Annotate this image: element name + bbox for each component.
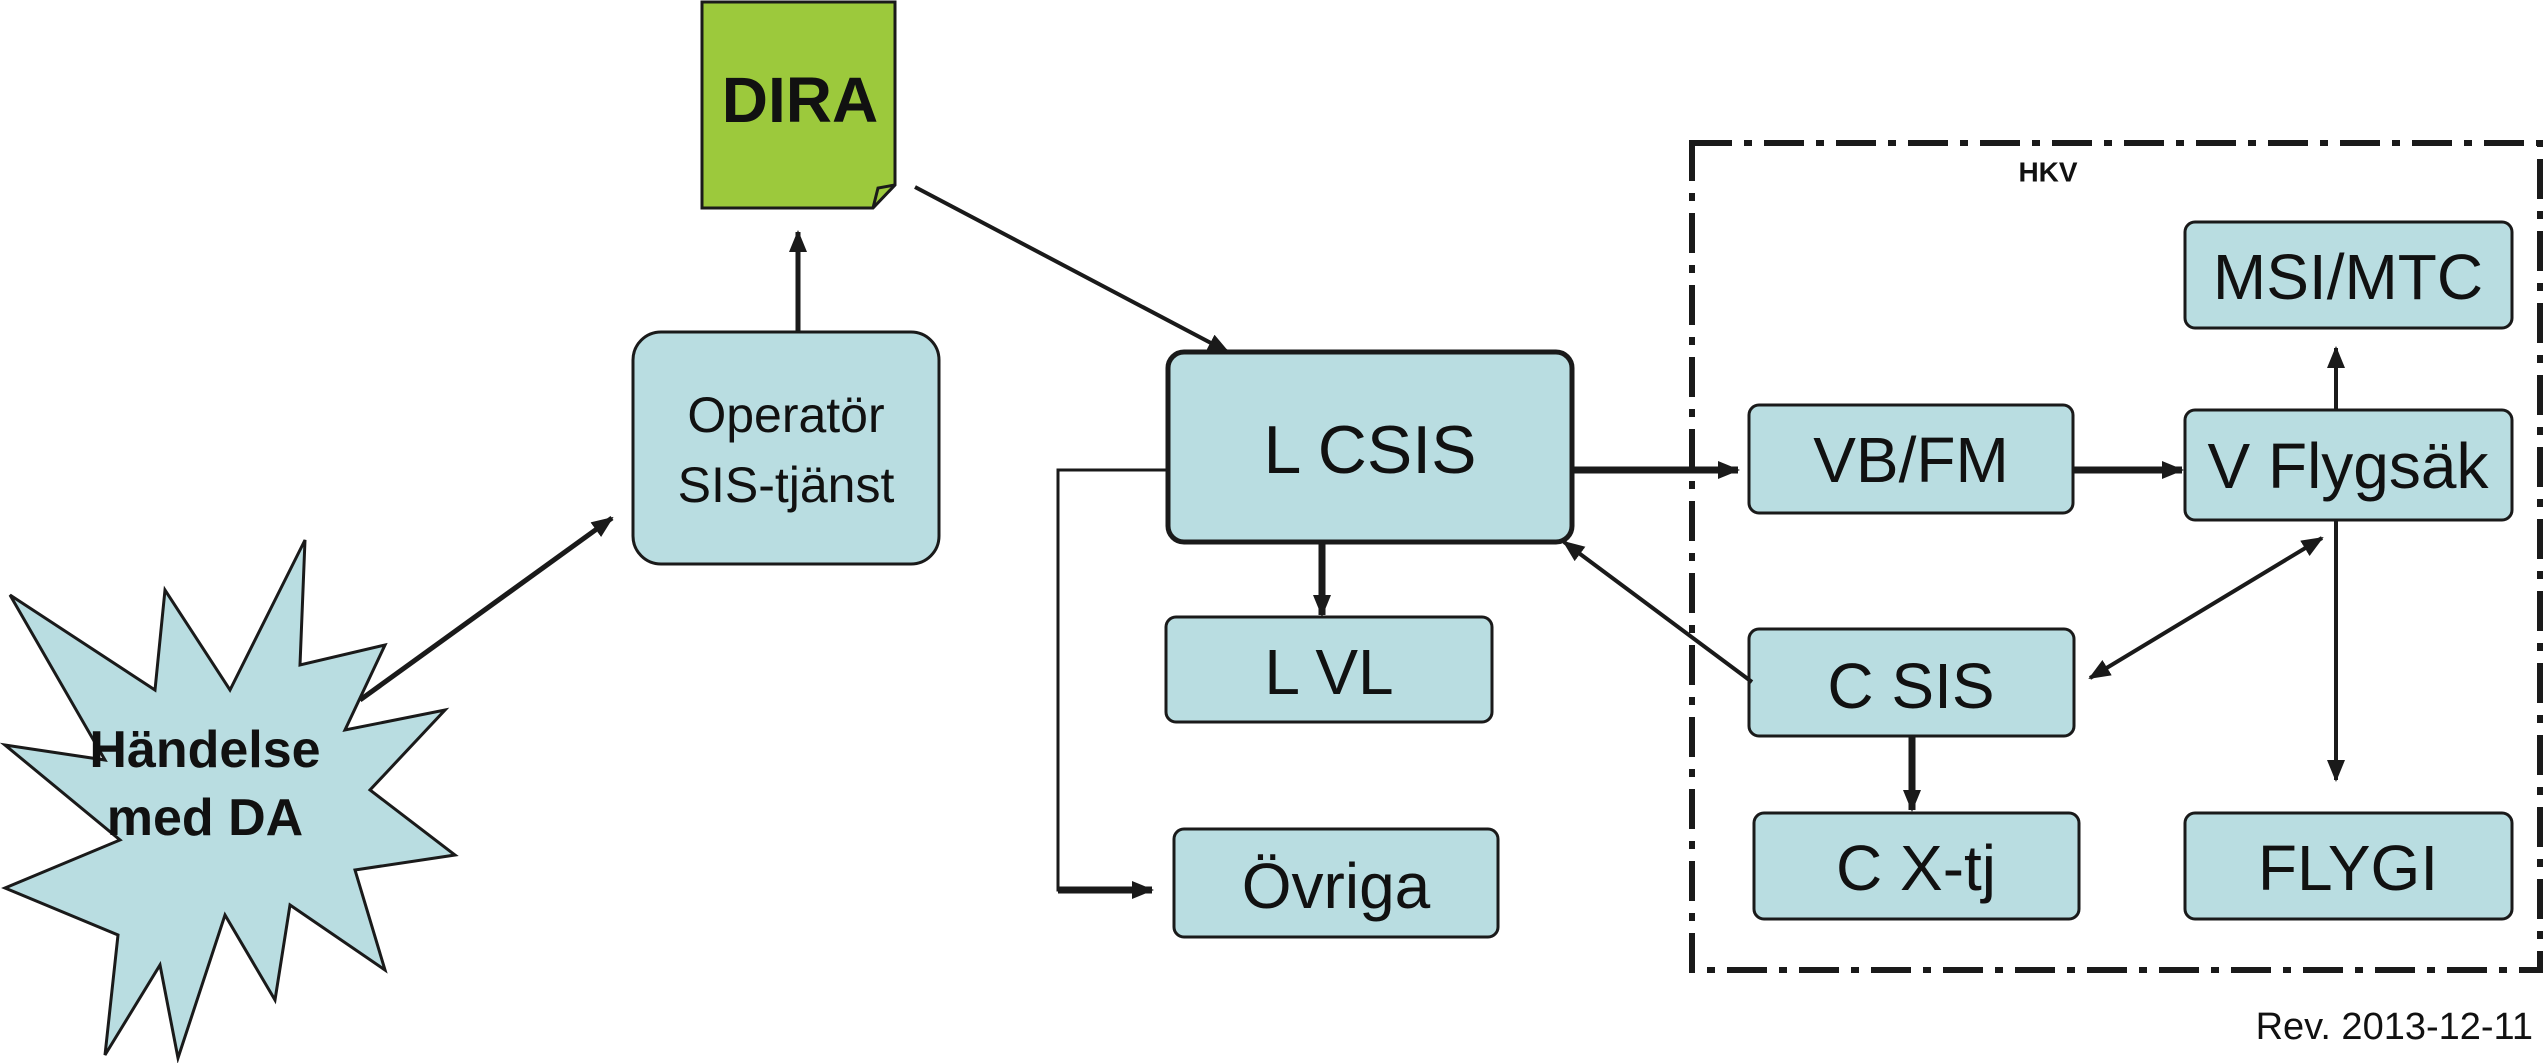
- operator-label-line1: Operatör: [687, 387, 884, 443]
- hkv-label: HKV: [2018, 157, 2077, 188]
- arrow-csis-vflygsak-bidirectional: [2088, 536, 2324, 680]
- l-csis-label: L CSIS: [1264, 412, 1477, 488]
- c-xtj-label: C X-tj: [1836, 832, 1996, 904]
- c-sis-label: C SIS: [1827, 650, 1994, 722]
- l-vl-label: L VL: [1264, 636, 1393, 708]
- l-vl-node: L VL: [1164, 615, 1494, 724]
- arrow-lcsis-to-ovriga: [1056, 468, 1166, 892]
- c-sis-node: C SIS: [1747, 627, 2076, 738]
- dira-label: DIRA: [722, 64, 878, 136]
- l-csis-node: L CSIS: [1165, 349, 1575, 545]
- hkv-region: [1689, 140, 2543, 973]
- msi-mtc-node: MSI/MTC: [2183, 220, 2514, 330]
- flygi-node: FLYGI: [2183, 811, 2514, 921]
- operator-label-line2: SIS-tjänst: [678, 457, 895, 513]
- operator-node: Operatör SIS-tjänst: [631, 330, 941, 566]
- v-flygsak-label: V Flygsäk: [2208, 430, 2490, 502]
- c-xtj-node: C X-tj: [1752, 811, 2081, 921]
- arrow-event-to-operator: [358, 515, 614, 703]
- ovriga-node: Övriga: [1172, 827, 1500, 939]
- flygi-label: FLYGI: [2258, 832, 2438, 904]
- vb-fm-node: VB/FM: [1747, 403, 2075, 515]
- arrow-csis-to-lcsis: [1562, 540, 1754, 684]
- event-starburst: [0, 539, 459, 1063]
- msi-mtc-label: MSI/MTC: [2213, 241, 2483, 313]
- event-label-line1: Händelse: [89, 721, 320, 779]
- ovriga-label: Övriga: [1242, 850, 1431, 922]
- arrow-dira-to-lcsis: [914, 185, 1230, 354]
- event-label-line2: med DA: [107, 789, 303, 847]
- revision-label: Rev. 2013-12-11: [2255, 1006, 2533, 1048]
- v-flygsak-node: V Flygsäk: [2183, 408, 2514, 522]
- vb-fm-label: VB/FM: [1813, 424, 2009, 496]
- dira-document: DIRA: [700, 0, 897, 210]
- event-node: Händelse med DA: [0, 539, 459, 1063]
